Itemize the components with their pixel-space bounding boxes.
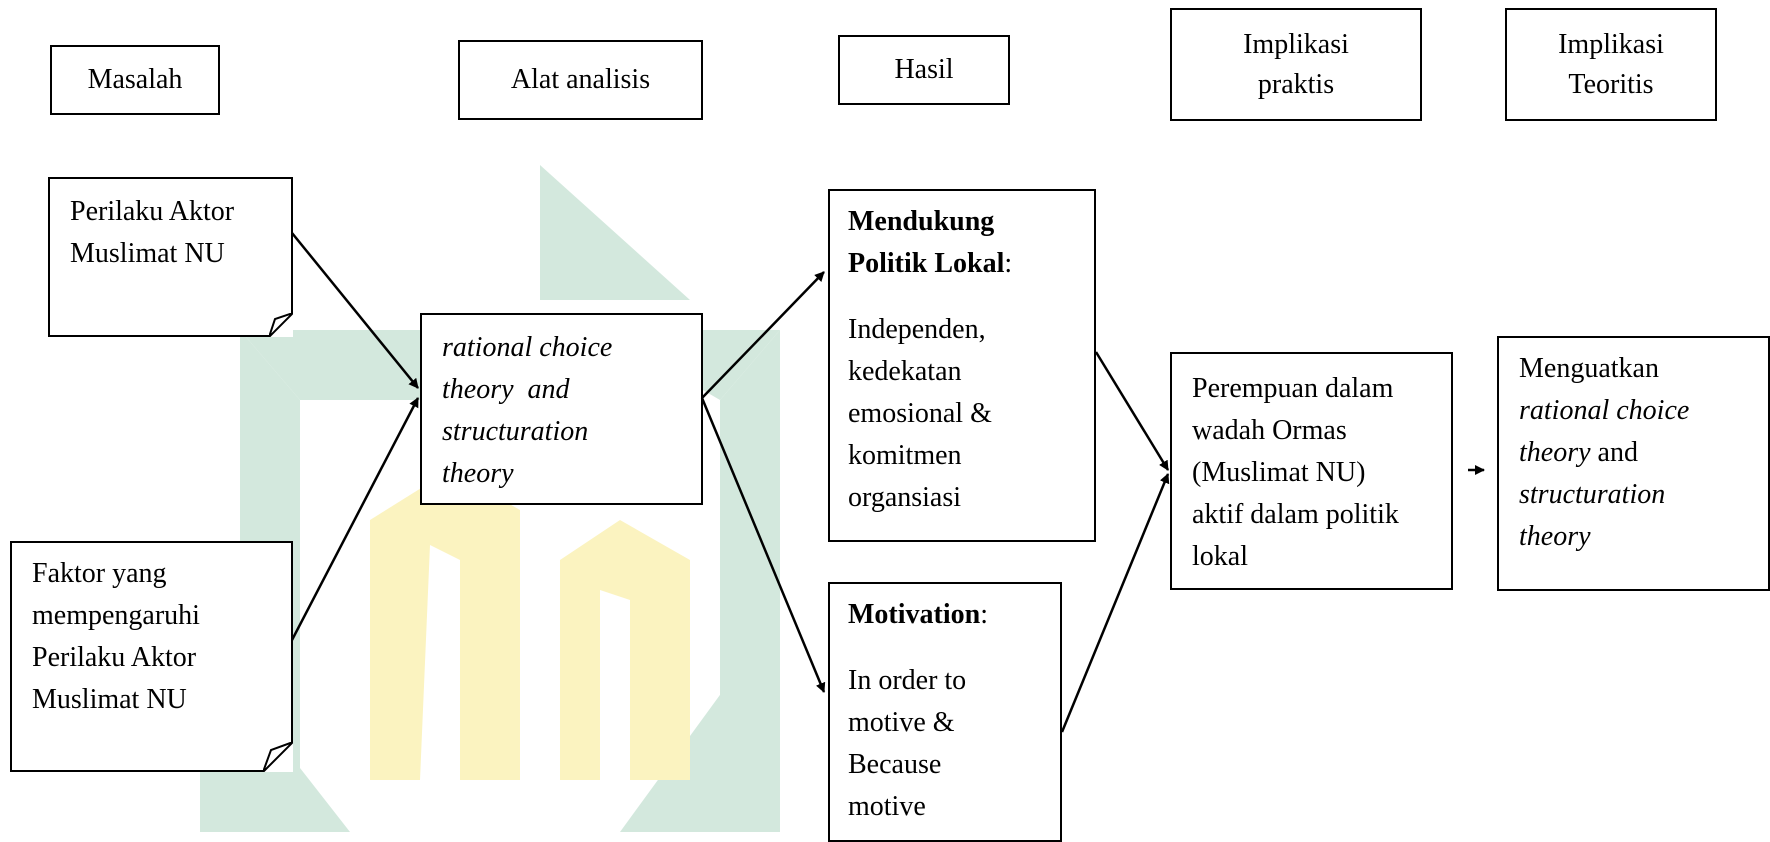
box-faktor: Faktor yang mempengaruhi Perilaku Aktor …: [10, 541, 293, 772]
folded-corner-icon: [269, 313, 293, 337]
box-perilaku-aktor: Perilaku Aktor Muslimat NU: [48, 177, 293, 337]
box-perempuan: Perempuan dalam wadah Ormas (Muslimat NU…: [1170, 352, 1453, 590]
box-mendukung: Mendukung Politik Lokal: Independen, ked…: [828, 189, 1096, 542]
watermark-yellow-shapes: [370, 470, 690, 780]
header-hasil: Hasil: [838, 35, 1010, 105]
box-teori: rational choice theory and structuration…: [420, 313, 703, 505]
header-implikasi-teoritis: Implikasi Teoritis: [1505, 8, 1717, 121]
header-implikasi-praktis: Implikasi praktis: [1170, 8, 1422, 121]
box-menguatkan: Menguatkan rational choice theory and st…: [1497, 336, 1770, 591]
box-motivation: Motivation: In order to motive & Because…: [828, 582, 1062, 842]
folded-corner-icon: [263, 742, 293, 772]
header-masalah: Masalah: [50, 45, 220, 115]
header-alat-analisis: Alat analisis: [458, 40, 703, 120]
